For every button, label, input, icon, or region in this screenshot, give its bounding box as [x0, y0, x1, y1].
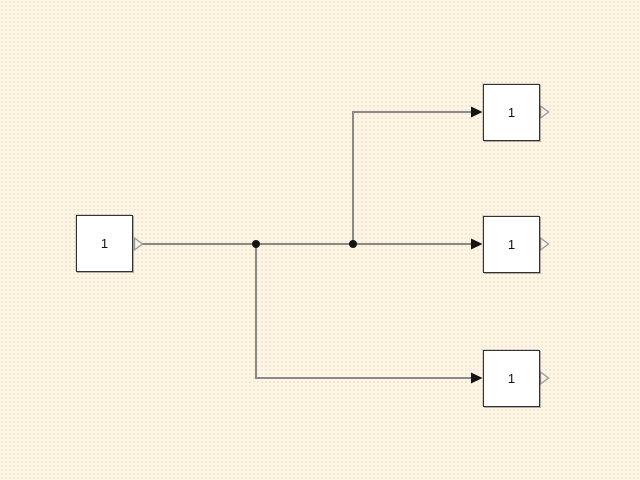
- block-top[interactable]: 1: [483, 84, 540, 141]
- output-port-icon-source[interactable]: [133, 236, 144, 252]
- block-source[interactable]: 1: [76, 215, 133, 272]
- wire-source-to-middle[interactable]: [142, 238, 483, 250]
- output-port-icon-top[interactable]: [539, 104, 550, 120]
- arrowhead-middle-input: [471, 238, 483, 250]
- output-port-icon-bottom[interactable]: [539, 370, 550, 386]
- arrowhead-bottom-input: [471, 372, 483, 384]
- wire-branch-to-bottom[interactable]: [255, 244, 483, 384]
- branch-dot: [349, 240, 357, 248]
- wire-branch-to-top[interactable]: [352, 106, 483, 245]
- wire-segment[interactable]: [352, 111, 471, 244]
- output-port-icon-middle[interactable]: [539, 236, 550, 252]
- branch-dot: [252, 240, 260, 248]
- block-label: 1: [507, 237, 516, 252]
- arrowhead-top-input: [471, 106, 483, 118]
- block-label: 1: [100, 236, 109, 251]
- wire-segment[interactable]: [255, 244, 471, 379]
- block-label: 1: [507, 105, 516, 120]
- block-middle[interactable]: 1: [483, 216, 540, 273]
- block-bottom[interactable]: 1: [483, 350, 540, 407]
- block-label: 1: [507, 371, 516, 386]
